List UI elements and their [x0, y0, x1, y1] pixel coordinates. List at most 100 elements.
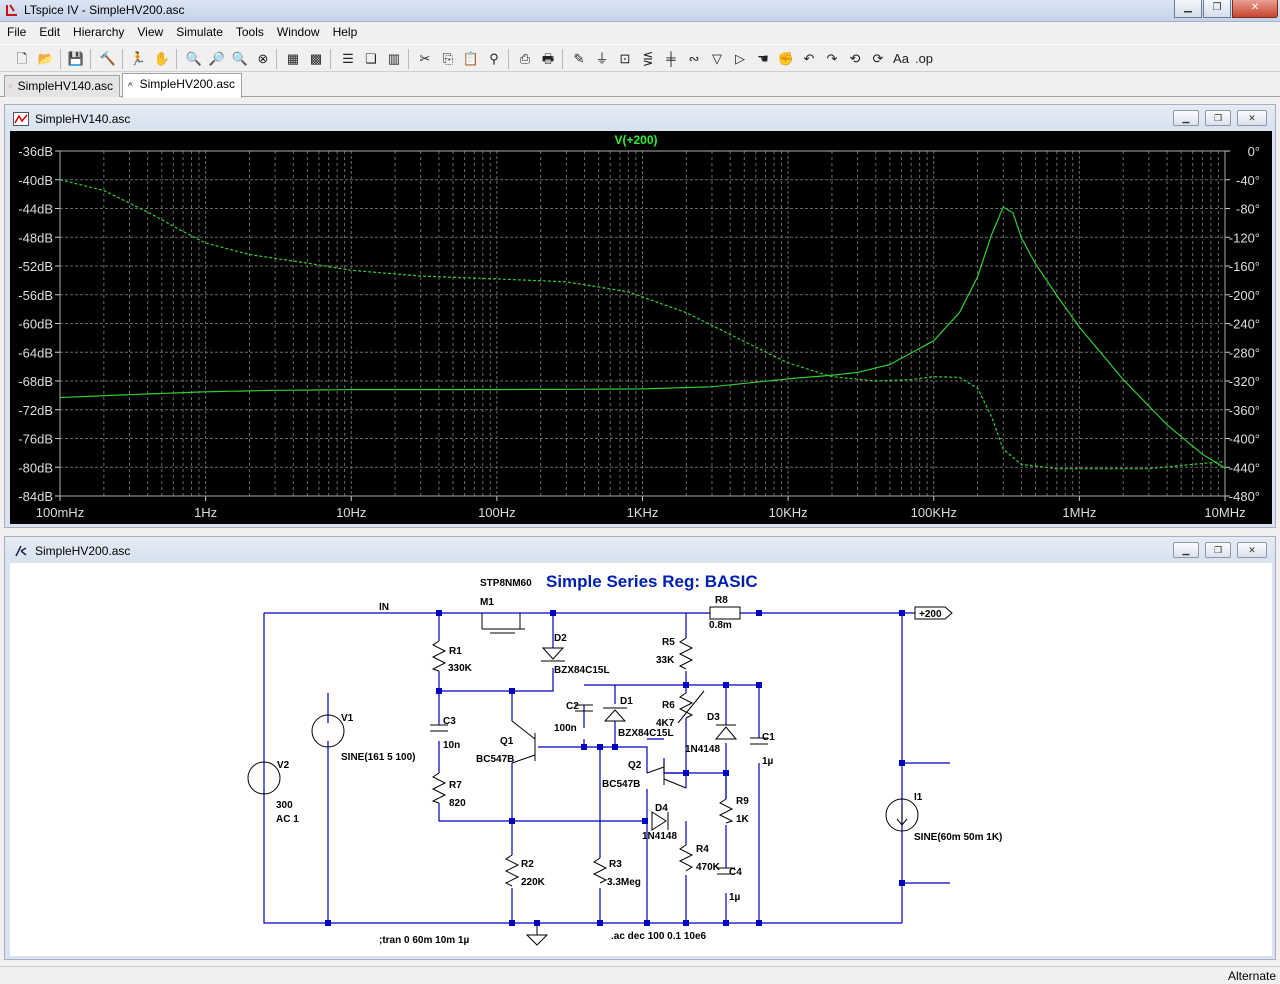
- open-icon[interactable]: 📂: [37, 51, 55, 66]
- y-left-tick-label: -48dB: [18, 230, 53, 245]
- schematic-icon: [127, 81, 133, 87]
- draw-wire-icon[interactable]: ✎: [573, 51, 585, 66]
- restore-button[interactable]: ❐: [1203, 0, 1231, 18]
- pan-icon[interactable]: 🔎: [208, 51, 226, 66]
- new-schematic-icon[interactable]: 🗋: [16, 51, 28, 66]
- tab-simplehv140[interactable]: SimpleHV140.asc: [4, 75, 120, 97]
- y-left-tick-label: -80dB: [18, 460, 53, 475]
- ground-icon[interactable]: ⏚: [595, 51, 609, 66]
- zoom-fit-icon[interactable]: ⊗: [257, 51, 269, 66]
- menu-view[interactable]: View: [137, 25, 164, 39]
- y-left-tick-label: -76dB: [18, 432, 53, 447]
- find-icon[interactable]: ⚲: [489, 51, 499, 66]
- capacitor-icon[interactable]: ╪: [666, 51, 676, 66]
- resistor-icon[interactable]: ⋚: [642, 51, 654, 66]
- y-right-tick-label: -280°: [1229, 345, 1260, 360]
- y-left-tick-label: -52dB: [18, 259, 53, 274]
- plot-minimize-button[interactable]: ▁: [1173, 110, 1199, 126]
- schematic-drawing[interactable]: Simple Series Reg: BASIC STP8NM60 M1 IN …: [10, 563, 1272, 956]
- spice-directive-icon[interactable]: .op: [914, 51, 934, 66]
- label-d2-value: BZX84C15L: [554, 665, 610, 676]
- copy-icon[interactable]: ⎘: [442, 51, 454, 66]
- component-icon[interactable]: ▷: [735, 51, 745, 66]
- tab-simplehv200[interactable]: SimpleHV200.asc: [122, 73, 242, 98]
- inductor-icon[interactable]: ∾: [688, 51, 700, 66]
- control-panel-icon[interactable]: 🔨: [99, 51, 117, 66]
- label-d2: D2: [554, 633, 567, 644]
- label-i1-value: SINE(60m 50m 1K): [914, 832, 1002, 843]
- label-c4: C4: [729, 867, 742, 878]
- tran-directive[interactable]: ;tran 0 60m 10m 1µ: [379, 935, 469, 946]
- menu-edit[interactable]: Edit: [39, 25, 61, 39]
- paste-icon[interactable]: 📋: [462, 51, 480, 66]
- label-i1: I1: [914, 792, 923, 803]
- menu-file[interactable]: File: [7, 25, 27, 39]
- waveform-icon: [9, 84, 12, 88]
- halt-icon[interactable]: ✋: [153, 51, 171, 66]
- menu-tools[interactable]: Tools: [235, 25, 264, 39]
- schematic-restore-button[interactable]: ❐: [1205, 542, 1231, 558]
- rotate-icon[interactable]: ⟲: [849, 51, 861, 66]
- diode-icon[interactable]: ▽: [712, 51, 722, 66]
- label-net-icon[interactable]: ⊡: [619, 51, 631, 66]
- schematic-window[interactable]: SimpleHV200.asc ▁ ❐ ✕: [4, 536, 1276, 960]
- resistor-r2-symbol: [504, 854, 520, 887]
- drag-icon[interactable]: ✊: [777, 51, 795, 66]
- y-right-tick-label: -200°: [1229, 288, 1260, 303]
- label-v1-value: SINE(161 5 100): [341, 752, 416, 763]
- plot-traces: [59, 179, 1226, 470]
- schematic-minimize-button[interactable]: ▁: [1173, 542, 1199, 558]
- print-icon[interactable]: 🖶: [541, 51, 555, 66]
- zoom-out-icon[interactable]: 🔍: [231, 51, 249, 66]
- save-icon[interactable]: 💾: [67, 51, 85, 66]
- plot-restore-button[interactable]: ❐: [1205, 110, 1231, 126]
- cut-icon[interactable]: ✂: [419, 51, 431, 66]
- plot-window-title: SimpleHV140.asc: [35, 112, 131, 126]
- redo-icon[interactable]: ↷: [826, 51, 838, 66]
- schematic-canvas[interactable]: Simple Series Reg: BASIC STP8NM60 M1 IN …: [10, 563, 1272, 956]
- plot-window-titlebar: SimpleHV140.asc: [13, 109, 130, 129]
- run-icon[interactable]: 🏃: [129, 51, 147, 66]
- toolbar-separator: [508, 49, 509, 69]
- label-d3: D3: [707, 712, 720, 723]
- autorange-icon[interactable]: ▦: [286, 51, 300, 66]
- zoom-in-icon[interactable]: 🔍: [185, 51, 203, 66]
- schematic-close-button[interactable]: ✕: [1237, 542, 1267, 558]
- print-preview-icon[interactable]: ⎙: [519, 51, 531, 66]
- waveform-icon: [13, 112, 29, 126]
- y-right-tick-label: -160°: [1229, 259, 1260, 274]
- close-button[interactable]: ✕: [1232, 0, 1278, 18]
- menu-simulate[interactable]: Simulate: [176, 25, 223, 39]
- y-left-tick-label: -68dB: [18, 374, 53, 389]
- tile-horizontal-icon[interactable]: ☰: [342, 51, 354, 66]
- plot-close-button[interactable]: ✕: [1237, 110, 1267, 126]
- trace-name-label[interactable]: V(+200): [614, 133, 657, 147]
- window-title: LTspice IV - SimpleHV200.asc: [24, 3, 185, 17]
- ac-directive[interactable]: .ac dec 100 0.1 10e6: [611, 931, 707, 942]
- junction-dots: [325, 610, 905, 926]
- y-right-tick-label: -40°: [1236, 173, 1260, 188]
- menu-help[interactable]: Help: [332, 25, 358, 39]
- status-text: Alternate: [1227, 969, 1276, 983]
- menu-hierarchy[interactable]: Hierarchy: [73, 25, 125, 39]
- cascade-icon[interactable]: ❏: [365, 51, 377, 66]
- grid-icon[interactable]: ▩: [309, 51, 323, 66]
- move-icon[interactable]: ☚: [757, 51, 769, 66]
- label-r9-value: 1K: [736, 814, 750, 825]
- menu-window[interactable]: Window: [276, 25, 320, 39]
- label-v2: V2: [277, 760, 290, 771]
- label-r6-value: 4K7: [656, 718, 675, 729]
- undo-icon[interactable]: ↶: [803, 51, 815, 66]
- label-r8: R8: [715, 595, 728, 606]
- label-r1-value: 330K: [448, 663, 473, 674]
- text-icon[interactable]: Aa: [893, 51, 909, 66]
- voltage-source-v1-symbol: [311, 714, 345, 748]
- mirror-icon[interactable]: ⟳: [872, 51, 884, 66]
- minimize-button[interactable]: ▁: [1174, 0, 1202, 18]
- tile-vertical-icon[interactable]: ▥: [387, 51, 401, 66]
- restore-icon: ❐: [1213, 545, 1223, 555]
- ltspice-app-icon[interactable]: [5, 3, 19, 17]
